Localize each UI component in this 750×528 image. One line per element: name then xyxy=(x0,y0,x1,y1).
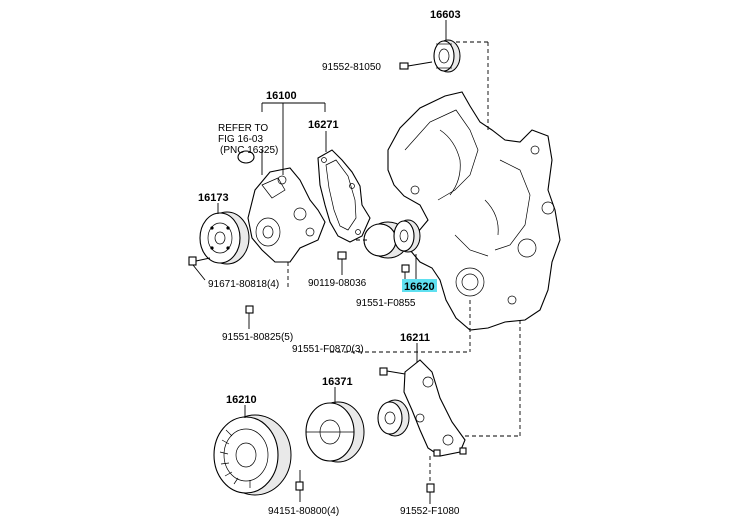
label-16603[interactable]: 16603 xyxy=(430,9,461,21)
dashed-guides xyxy=(287,41,521,437)
label-16211[interactable]: 16211 xyxy=(400,332,430,344)
bolt-91552-81050 xyxy=(399,61,433,70)
idler-pulley-16371 xyxy=(305,401,365,463)
water-pump-16100 xyxy=(247,167,326,263)
part-highlight xyxy=(402,279,437,292)
label-91551-80825[interactable]: 91551-80825(5) xyxy=(222,332,293,343)
bolt-91551-f0870 xyxy=(379,367,406,376)
label-refer-pnc: (PNC 16325) xyxy=(220,145,278,156)
o-ring xyxy=(237,150,255,164)
label-16371[interactable]: 16371 xyxy=(322,376,353,388)
bolt-90119-08036 xyxy=(337,251,347,275)
leader-lines xyxy=(192,20,447,504)
label-90119-08036[interactable]: 90119-08036 xyxy=(308,278,367,289)
label-16173[interactable]: 16173 xyxy=(198,192,229,204)
label-refer-to: REFER TO xyxy=(218,123,268,134)
label-refer-fig[interactable]: FIG 16-03 xyxy=(218,134,263,145)
label-91552-f1080[interactable]: 91552-F1080 xyxy=(400,506,460,517)
label-94151-80800[interactable]: 94151-80800(4) xyxy=(268,506,339,517)
label-91551-f0870[interactable]: 91551-F0870(3) xyxy=(292,344,364,355)
fan-clutch-16210 xyxy=(213,414,304,496)
label-91671-80818[interactable]: 91671-80818(4) xyxy=(208,279,279,290)
label-91552-81050[interactable]: 91552-81050 xyxy=(322,62,381,73)
label-16620[interactable]: 16620 xyxy=(404,281,435,293)
tensioner-pulley xyxy=(377,399,410,437)
bolt-91671-80818 xyxy=(188,256,211,266)
label-16210[interactable]: 16210 xyxy=(226,394,257,406)
label-91551-f0855[interactable]: 91551-F0855 xyxy=(356,298,416,309)
idler-pulley-16603 xyxy=(433,39,461,73)
crank-pulley-16173 xyxy=(199,211,250,265)
label-16100[interactable]: 16100 xyxy=(266,90,297,102)
gasket-16271 xyxy=(317,149,371,243)
pulley-16620 xyxy=(363,219,421,259)
part-labels[interactable]: 16603 91552-81050 16100 REFER TO FIG 16-… xyxy=(198,9,461,517)
label-16271[interactable]: 16271 xyxy=(308,119,339,131)
timing-cover xyxy=(387,91,561,331)
bracket-16211 xyxy=(403,359,467,493)
